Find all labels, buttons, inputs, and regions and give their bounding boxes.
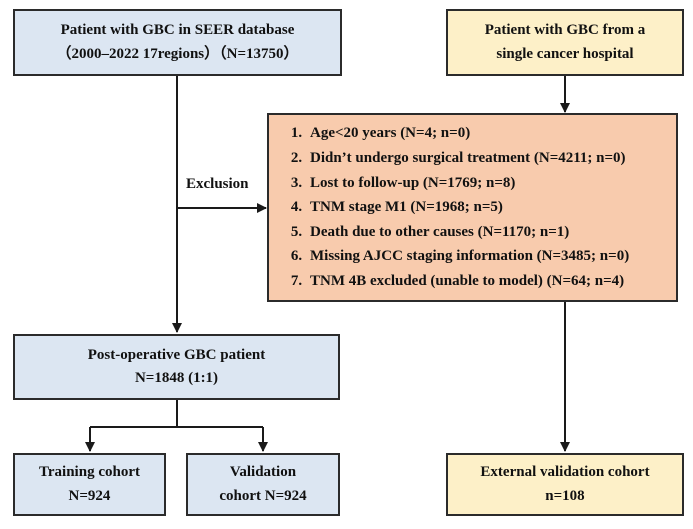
criterion-number: 7. [290, 272, 303, 289]
seer-box-line1: Patient with GBC in SEER database [60, 22, 295, 39]
postop-cohort-box: Post-operative GBC patient N=1848 (1:1) [13, 334, 340, 400]
criterion-number: 5. [290, 223, 303, 240]
seer-box-line2: （2000–2022 17regions）（N=13750） [56, 45, 299, 62]
postop-box-line1: Post-operative GBC patient [87, 346, 266, 363]
exclusion-criteria-box: 1. Age<20 years (N=4; n=0) 2. Didn’t und… [267, 113, 678, 302]
criterion-number: 6. [290, 248, 303, 265]
exclusion-criterion: 6. Missing AJCC staging information (N=3… [283, 244, 629, 269]
exclusion-criterion: 5. Death due to other causes (N=1170; n=… [283, 220, 569, 245]
criterion-text: Death due to other causes (N=1170; n=1) [310, 223, 570, 240]
exclusion-criterion: 3. Lost to follow-up (N=1769; n=8) [283, 171, 516, 196]
external-box-line1: External validation cohort [480, 464, 650, 481]
criterion-number: 4. [290, 199, 303, 216]
criterion-number: 1. [290, 125, 303, 142]
validation-cohort-box: Validation cohort N=924 [186, 453, 340, 516]
training-box-line1: Training cohort [39, 464, 140, 481]
exclusion-criterion: 7. TNM 4B excluded (unable to model) (N=… [283, 269, 624, 294]
exclusion-criterion: 4. TNM stage M1 (N=1968; n=5) [283, 195, 503, 220]
hospital-source-box: Patient with GBC from a single cancer ho… [446, 9, 684, 76]
exclusion-criterion: 1. Age<20 years (N=4; n=0) [283, 121, 470, 146]
validation-box-line2: cohort N=924 [219, 487, 307, 504]
hospital-box-line2: single cancer hospital [496, 45, 634, 62]
exclusion-label: Exclusion [186, 176, 249, 192]
validation-box-line1: Validation [229, 464, 297, 481]
training-box-line2: N=924 [68, 487, 111, 504]
training-cohort-box: Training cohort N=924 [13, 453, 166, 516]
exclusion-criterion: 2. Didn’t undergo surgical treatment (N=… [283, 146, 626, 171]
external-validation-box: External validation cohort n=108 [446, 453, 684, 516]
criterion-text: TNM 4B excluded (unable to model) (N=64;… [310, 272, 625, 289]
criterion-number: 2. [290, 150, 303, 167]
criterion-text: Didn’t undergo surgical treatment (N=421… [310, 150, 626, 167]
criterion-text: Lost to follow-up (N=1769; n=8) [310, 174, 516, 191]
criterion-text: Missing AJCC staging information (N=3485… [310, 248, 630, 265]
criterion-number: 3. [290, 174, 303, 191]
criterion-text: Age<20 years (N=4; n=0) [310, 125, 471, 142]
hospital-box-line1: Patient with GBC from a [484, 22, 646, 39]
criterion-text: TNM stage M1 (N=1968; n=5) [310, 199, 503, 216]
postop-box-line2: N=1848 (1:1) [134, 370, 219, 386]
seer-source-box: Patient with GBC in SEER database （2000–… [13, 9, 342, 76]
external-box-line2: n=108 [545, 487, 585, 504]
